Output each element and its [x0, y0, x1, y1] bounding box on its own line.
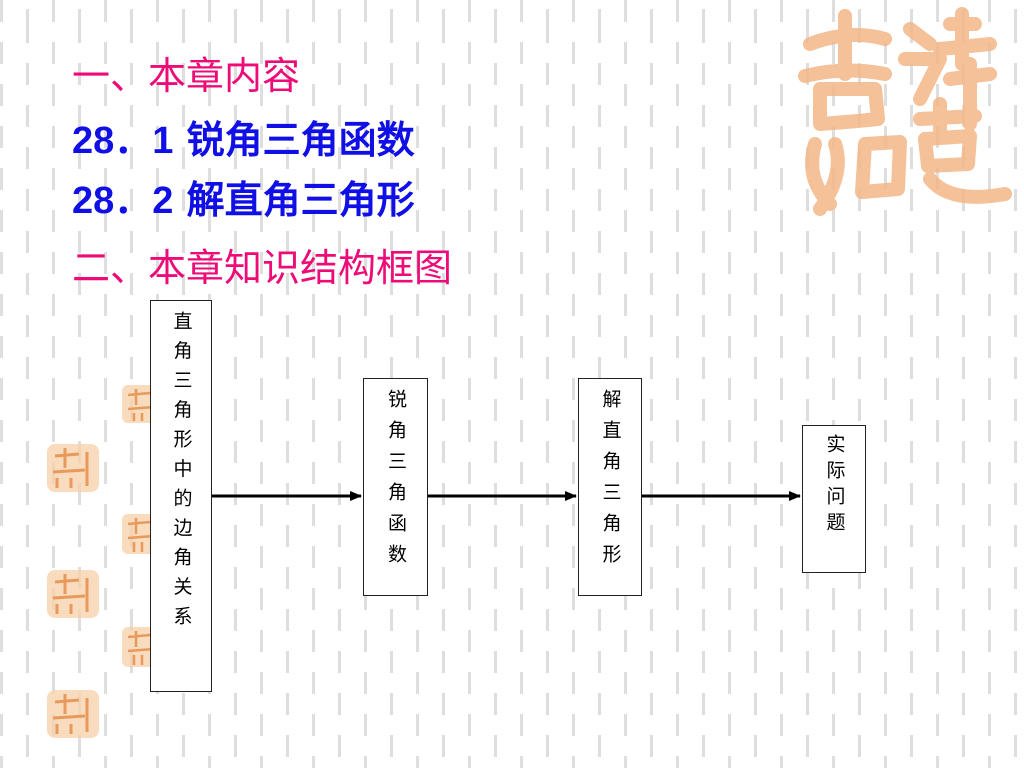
node-label: 直角三角形中的边角关系: [170, 311, 193, 636]
node-solve-right-triangle: 解直角三角形: [578, 378, 642, 596]
section-number: 28．1: [72, 120, 174, 162]
heading-structure-diagram: 二、本章知识结构框图: [72, 246, 453, 290]
node-practical-problems: 实际问题: [802, 425, 866, 573]
section-title: 锐角三角函数: [173, 118, 415, 162]
heading-section-28-1: 28．1 锐角三角函数: [72, 118, 415, 163]
heading-chapter-content: 一、本章内容: [72, 54, 301, 98]
section-title: 解直角三角形: [173, 178, 415, 222]
node-edge-angle-relations: 直角三角形中的边角关系: [150, 300, 212, 692]
node-label: 实际问题: [823, 434, 846, 538]
node-label: 解直角三角形: [599, 389, 622, 575]
auspicious-seal-icon: [47, 444, 99, 492]
node-label: 锐角三角函数: [385, 389, 407, 575]
auspicious-seal-icon: [798, 7, 1012, 216]
node-acute-trig-functions: 锐角三角函数: [363, 378, 428, 596]
auspicious-seal-icon: [47, 690, 99, 738]
auspicious-seal-icon: [47, 570, 99, 618]
section-number: 28．2: [72, 180, 174, 222]
heading-section-28-2: 28．2 解直角三角形: [72, 178, 415, 223]
